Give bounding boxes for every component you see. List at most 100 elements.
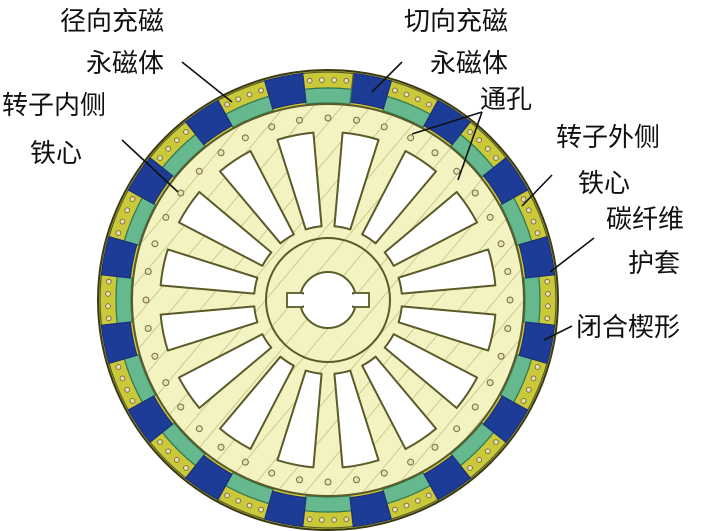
outer-core-hole	[115, 364, 122, 370]
through-hole	[431, 443, 439, 451]
through-hole	[431, 149, 439, 157]
through-hole	[144, 268, 152, 276]
through-hole	[324, 114, 332, 122]
through-hole	[380, 469, 388, 477]
through-hole	[497, 240, 505, 248]
tangential-magnet-block	[127, 156, 174, 205]
outer-core-hole	[306, 77, 313, 84]
through-hole	[151, 352, 159, 360]
leader-closing-wedge	[543, 325, 573, 341]
outer-core-hole	[105, 315, 112, 322]
outer-core-hole	[246, 91, 253, 98]
outer-core-hole	[520, 398, 527, 404]
outer-core-hole	[426, 492, 432, 499]
through-hole	[324, 478, 332, 486]
spoke-window	[333, 369, 380, 469]
outer-segment-ring	[99, 71, 557, 529]
leader-tangential-magnet	[371, 61, 403, 93]
through-hole	[241, 134, 249, 142]
outer-core-hole	[414, 497, 421, 504]
outer-core-hole	[119, 218, 126, 225]
label-inner-core: 转子内侧 铁心	[2, 91, 114, 169]
spoke-window	[177, 333, 273, 410]
outer-core-hole	[392, 87, 398, 94]
outer-core-hole	[129, 196, 136, 202]
through-hole	[142, 296, 150, 304]
outer-core-hole	[331, 77, 337, 83]
outer-core-hole	[173, 456, 180, 463]
outer-core-hole	[426, 101, 432, 108]
outer-core-hole	[258, 87, 264, 94]
through-hole	[177, 189, 185, 197]
radial-magnet-segment	[303, 87, 353, 105]
through-hole	[195, 167, 203, 175]
through-hole	[453, 425, 461, 433]
through-hole	[497, 352, 505, 360]
outer-core-hole	[224, 101, 230, 108]
label-radial-magnet: 径向充磁 永磁体	[60, 7, 172, 79]
through-hole	[241, 458, 249, 466]
outer-core-hole	[319, 77, 325, 83]
through-hole	[407, 134, 415, 142]
tangential-magnet-block	[349, 490, 393, 528]
tangential-magnet-block	[184, 99, 233, 146]
through-hole	[217, 443, 225, 451]
label-closing-wedge: 闭合楔形	[576, 313, 680, 343]
leader-lines	[121, 61, 595, 341]
label-carbon-sleeve: 碳纤维 护套	[606, 205, 692, 279]
tangential-magnet-block	[263, 72, 307, 110]
spoke-window	[361, 355, 438, 451]
inner-hole-ring	[142, 114, 514, 486]
outer-core-hole	[493, 155, 499, 161]
outer-core-hole	[467, 129, 473, 135]
outer-core-hole	[534, 364, 541, 370]
outer-core-hole	[343, 516, 350, 523]
outer-core-hole	[157, 439, 163, 445]
through-hole	[162, 379, 170, 387]
outer-core-hole	[530, 218, 537, 225]
outer-core-hole	[493, 439, 499, 445]
outer-core-hole	[165, 145, 172, 152]
outer-core-hole	[392, 506, 398, 513]
tangential-magnet-block	[482, 395, 529, 444]
spoke-window	[159, 248, 259, 295]
spoke-window	[218, 149, 295, 245]
outer-core-hole	[306, 516, 313, 523]
outer-core-hole	[157, 155, 163, 161]
outer-core-hole	[545, 303, 551, 309]
leader-radial-magnet	[181, 61, 233, 103]
tangential-magnet-block	[127, 395, 174, 444]
outer-core-hole	[403, 91, 410, 98]
label-tangential-magnet: 切向充磁 永磁体	[404, 7, 516, 79]
outer-core-hole	[246, 502, 253, 509]
tangential-magnet-block	[518, 235, 556, 279]
outer-core-hole	[414, 96, 421, 103]
label-through-hole: 通孔	[480, 85, 532, 115]
outer-core-hole	[530, 375, 537, 382]
spoke-window	[383, 333, 479, 410]
tangential-magnet-block	[100, 321, 138, 365]
outer-core-hole	[331, 517, 337, 523]
radial-magnet-segment	[115, 275, 133, 325]
through-hole	[151, 240, 159, 248]
outer-core-hole	[476, 456, 483, 463]
outer-core-hole	[224, 492, 230, 499]
outer-core-hole	[484, 145, 491, 152]
outer-core-hole	[403, 502, 410, 509]
through-hole	[296, 116, 304, 124]
outer-core-hole	[105, 278, 112, 285]
spoke-window	[218, 355, 295, 451]
through-hole	[352, 116, 360, 124]
outer-core-hole	[105, 303, 111, 309]
outer-core-hole	[165, 448, 172, 455]
outer-core-hole	[235, 96, 242, 103]
leader-through-hole-a	[457, 111, 483, 181]
tangential-magnet-block	[263, 490, 307, 528]
radial-magnet-segment	[303, 495, 353, 513]
tangential-magnet-block	[100, 235, 138, 279]
through-hole	[144, 324, 152, 332]
spoke-window	[397, 248, 497, 295]
outer-core-hole	[173, 137, 180, 144]
